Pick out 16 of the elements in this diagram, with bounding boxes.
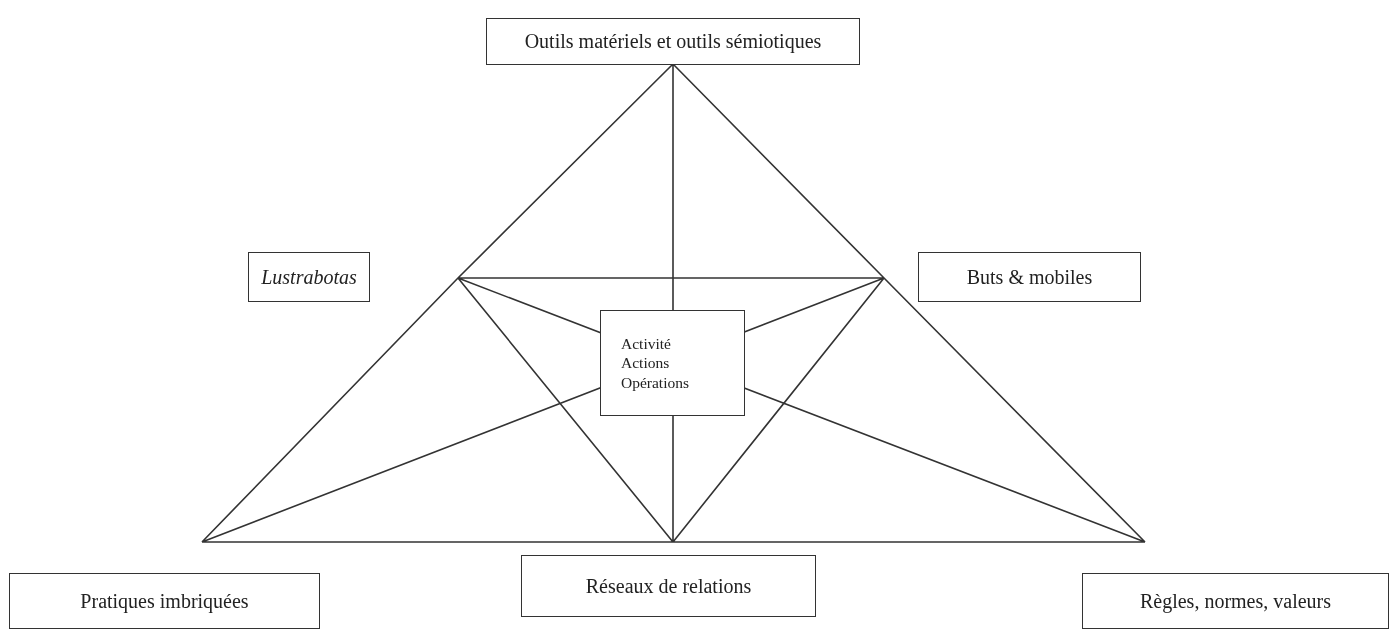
box-text: Buts & mobiles [966,265,1093,289]
box-text: Réseaux de relations [585,574,752,598]
box-text: Opérations [621,372,689,393]
label-box [486,18,860,65]
label-box [600,310,745,416]
label-box [918,252,1141,302]
box-text: Activité [621,333,671,354]
box-text: Règles, normes, valeurs [1139,589,1332,613]
box-text: Actions [621,353,670,373]
box-text: Lustrabotas [261,265,357,289]
label-box [248,252,370,302]
label-box [9,573,320,629]
label-box [1082,573,1389,629]
box-text: Pratiques imbriquées [80,589,249,613]
box-text: Outils matériels et outils sémiotiques [524,30,822,53]
label-box [521,555,816,617]
